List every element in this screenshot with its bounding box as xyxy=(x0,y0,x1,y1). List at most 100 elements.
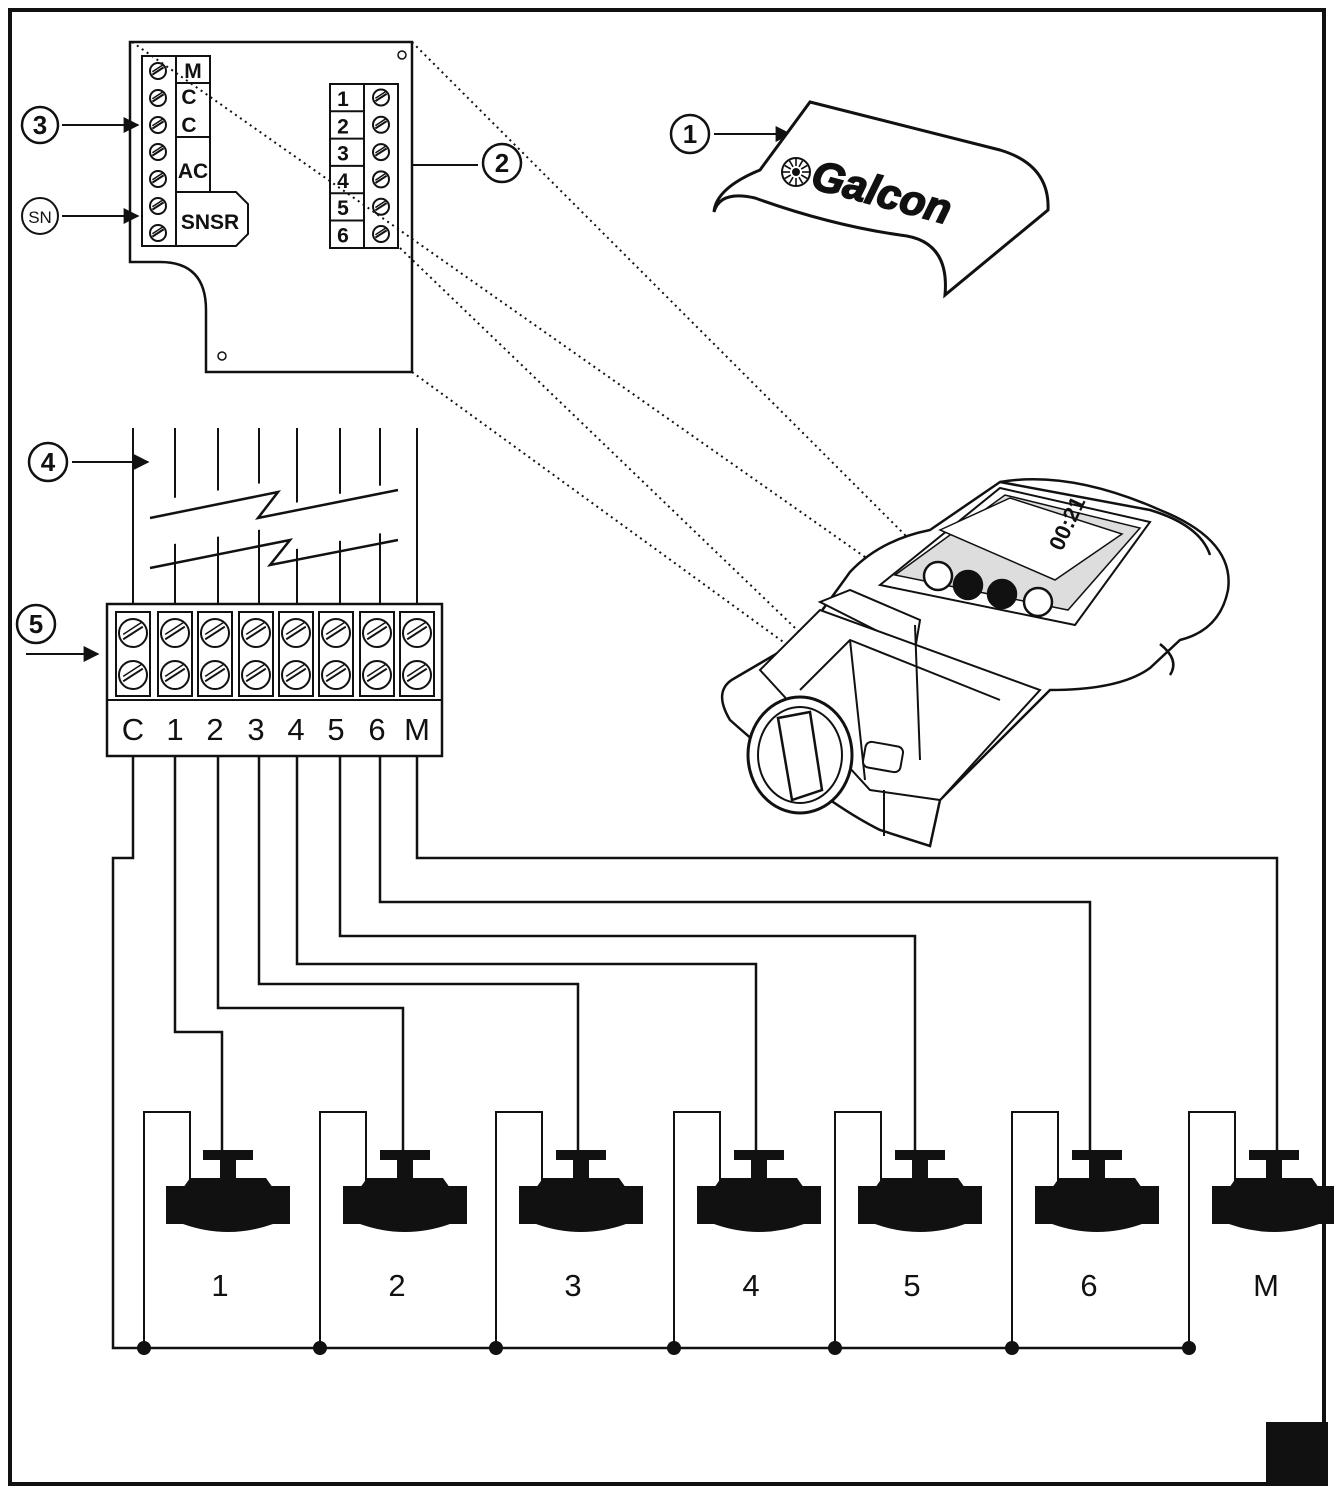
svg-text:3: 3 xyxy=(33,110,47,140)
panel-screw xyxy=(372,225,390,243)
panel-label-c1: C xyxy=(181,86,196,109)
panel-screw xyxy=(149,116,167,134)
svg-text:5: 5 xyxy=(29,609,43,639)
terminal-label: 4 xyxy=(287,712,304,747)
common-loop-wire xyxy=(673,1111,721,1348)
controller-button-2 xyxy=(952,569,984,601)
junction-dot xyxy=(313,1341,327,1355)
panel-screw xyxy=(149,143,167,161)
junction-dot xyxy=(489,1341,503,1355)
terminal-label: C xyxy=(122,712,144,747)
valve-icon xyxy=(1035,1150,1159,1232)
terminal-screw xyxy=(281,618,311,648)
junction-dot xyxy=(137,1341,151,1355)
junction-dot xyxy=(1182,1341,1196,1355)
junction-dot xyxy=(1005,1341,1019,1355)
terminal-screw xyxy=(281,660,311,690)
valve-label: 6 xyxy=(1080,1268,1097,1303)
terminal-screw xyxy=(402,618,432,648)
terminal-label: 2 xyxy=(206,712,223,747)
callout-3: 3 xyxy=(20,105,140,145)
terminal-screw xyxy=(160,618,190,648)
junction-dot xyxy=(667,1341,681,1355)
terminal-label: 3 xyxy=(247,712,264,747)
panel-label-snsr: SNSR xyxy=(181,211,239,234)
common-loop-wire xyxy=(143,1111,191,1348)
terminal-screw xyxy=(241,660,271,690)
controller-button-4 xyxy=(1022,586,1054,618)
valve-label: 4 xyxy=(742,1268,759,1303)
common-loop-wire xyxy=(834,1111,882,1348)
terminal-label: M xyxy=(404,712,430,747)
panel-screw xyxy=(149,62,167,80)
cover: Galcon xyxy=(712,100,1050,299)
common-loop-wire xyxy=(495,1111,543,1348)
corner-mark xyxy=(1266,1422,1328,1486)
panel-station-number: 4 xyxy=(337,170,349,193)
valve-label: 5 xyxy=(903,1268,920,1303)
common-loop-wire xyxy=(319,1111,367,1348)
terminal-screw xyxy=(200,660,230,690)
terminal-screw xyxy=(118,660,148,690)
panel-screw xyxy=(149,170,167,188)
svg-text:2: 2 xyxy=(495,148,509,178)
common-loop-wire xyxy=(1188,1111,1236,1348)
panel-screw xyxy=(372,115,390,134)
junction-dot xyxy=(828,1341,842,1355)
terminal-screw xyxy=(241,618,271,648)
terminal-screw xyxy=(321,618,351,648)
panel-screw xyxy=(372,88,390,107)
controller-button-3 xyxy=(986,578,1018,610)
svg-text:4: 4 xyxy=(41,447,56,477)
panel-label-ac: AC xyxy=(178,160,208,183)
valve-icon xyxy=(858,1150,982,1232)
terminal-screw xyxy=(321,660,351,690)
panel-screw xyxy=(372,170,390,189)
callout-2: 2 xyxy=(412,142,523,184)
terminal-panel: M C C AC SNSR 1 2 3 4 5 6 xyxy=(128,40,414,374)
wire-break-symbol xyxy=(149,482,399,570)
panel-screw xyxy=(149,197,167,215)
panel-station-number: 1 xyxy=(337,88,349,111)
galcon-logo-icon xyxy=(781,157,811,187)
terminal-label: 1 xyxy=(166,712,183,747)
field-wiring xyxy=(111,756,1279,1350)
controller-unit: 00:21 xyxy=(721,477,1230,848)
valve-icon xyxy=(519,1150,643,1232)
panel-screw xyxy=(372,143,390,162)
common-loop-wire xyxy=(1011,1111,1059,1348)
valve-icon xyxy=(166,1150,290,1232)
terminal-label: 5 xyxy=(327,712,344,747)
callout-4: 4 xyxy=(27,441,150,483)
valve-label: 2 xyxy=(388,1268,405,1303)
valve-icon xyxy=(1212,1150,1334,1232)
callout-1: 1 xyxy=(669,113,792,155)
panel-screw xyxy=(149,89,167,107)
terminal-screw xyxy=(362,660,392,690)
panel-screw xyxy=(372,197,390,216)
svg-text:1: 1 xyxy=(683,119,697,149)
terminal-screw xyxy=(160,660,190,690)
panel-station-number: 2 xyxy=(337,115,349,138)
panel-label-c2: C xyxy=(181,114,196,137)
valve-label: 3 xyxy=(564,1268,581,1303)
terminal-screw xyxy=(200,618,230,648)
panel-station-number: 5 xyxy=(337,197,349,220)
panel-station-number: 6 xyxy=(337,225,349,248)
valve-label: 1 xyxy=(211,1268,228,1303)
outer-frame xyxy=(8,8,1326,1486)
callout-sn: SN xyxy=(21,197,140,235)
panel-label-m: M xyxy=(184,60,202,83)
panel-station-number: 3 xyxy=(337,143,349,166)
callout-5: 5 xyxy=(15,603,100,662)
panel-screw xyxy=(149,224,167,242)
terminal-screw xyxy=(402,660,432,690)
terminal-label: 6 xyxy=(368,712,385,747)
valve-icon xyxy=(343,1150,467,1232)
valve-icon xyxy=(697,1150,821,1232)
terminal-screw xyxy=(362,618,392,648)
svg-text:SN: SN xyxy=(28,208,52,227)
controller-button-1 xyxy=(922,560,954,592)
